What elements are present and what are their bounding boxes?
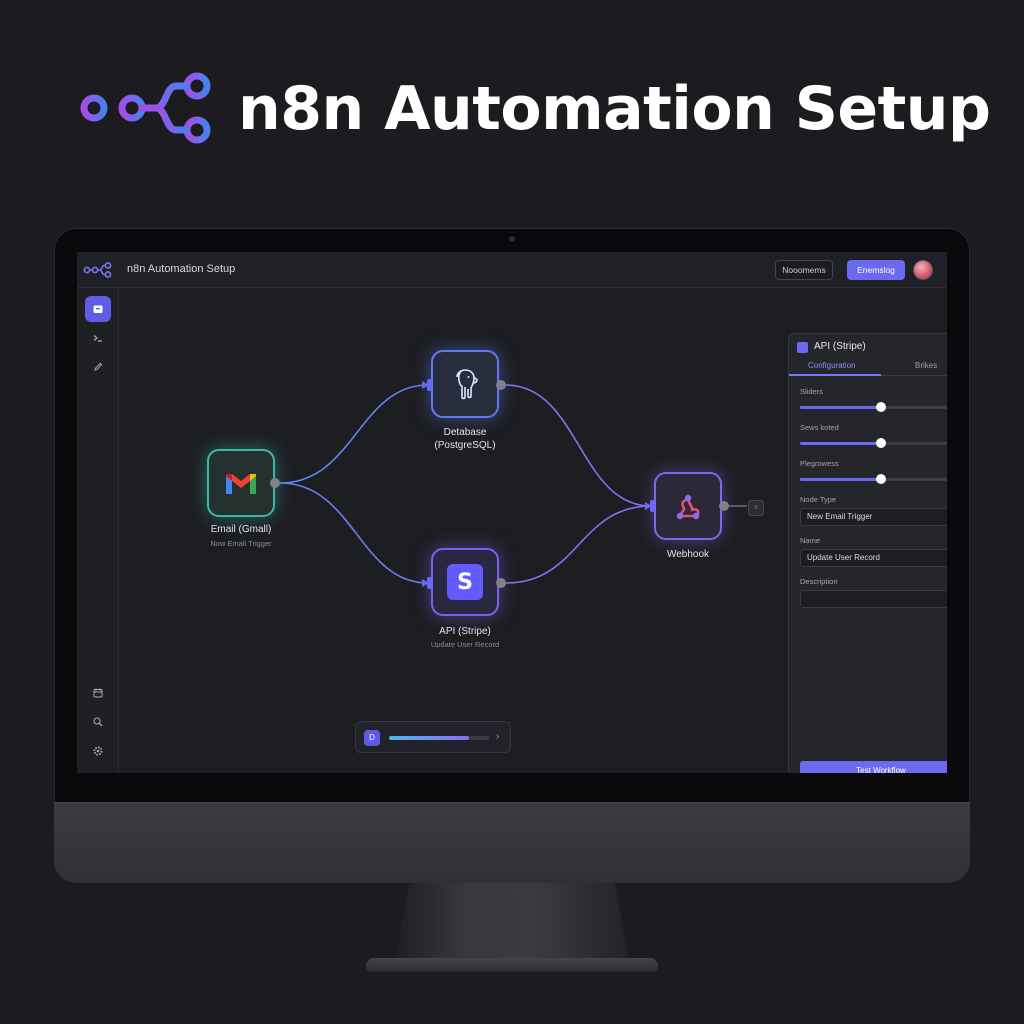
slider-3[interactable]: [800, 474, 947, 484]
stripe-node[interactable]: S: [431, 548, 499, 616]
sidebar-workflows-button[interactable]: [85, 296, 111, 322]
slider-2-value: 9: [939, 423, 947, 432]
n8n-logo-icon: [80, 72, 211, 144]
slider-2-knob[interactable]: [876, 438, 886, 448]
sidebar-edit-button[interactable]: [85, 354, 111, 380]
sidebar-settings-button[interactable]: [85, 738, 111, 764]
edge-gmail-database: [279, 384, 429, 484]
name-label: Name: [800, 536, 821, 545]
webhook-node[interactable]: [654, 472, 722, 540]
slider-2-fill: [800, 442, 881, 445]
gmail-node-sublabel: Now Emali Trigger: [210, 539, 272, 548]
monitor-base: [366, 958, 658, 972]
calendar-icon: [93, 688, 103, 698]
monitor-chin: [54, 802, 970, 883]
app-logo-icon[interactable]: [83, 262, 113, 278]
webhook-node-label: Webhook: [666, 549, 710, 560]
tab-configuration[interactable]: Configuration: [808, 361, 856, 370]
search-icon: [93, 717, 103, 727]
stripe-icon: S: [447, 564, 483, 600]
chevron-right-icon[interactable]: ›: [496, 731, 500, 742]
edge-gmail-stripe: [279, 482, 429, 584]
slider-2-label: Sews koted: [800, 423, 839, 432]
sidebar: [77, 288, 119, 773]
tab-brikes[interactable]: Brikes: [915, 361, 938, 370]
hero-title: n8n Automation Setup: [238, 74, 991, 144]
box-icon: [93, 305, 103, 313]
node-type-label: Node Type: [800, 495, 837, 504]
app-title: n8n Automation Setup: [127, 263, 236, 275]
slider-1-label: Sliders: [800, 387, 823, 396]
gmail-node-label: Email (Gmall): [210, 524, 272, 535]
slider-1[interactable]: [800, 402, 947, 412]
monitor-stand: [395, 883, 629, 963]
webhook-output-port[interactable]: [719, 501, 729, 511]
gear-icon: [93, 746, 103, 756]
stripe-node-sublabel: Update User Record: [430, 640, 500, 649]
stripe-input-port[interactable]: [427, 577, 432, 589]
top-bar: n8n Automation Setup Nooomems Enemslog: [77, 252, 947, 288]
panel-title: API (Stripe): [814, 341, 866, 352]
webcam: [509, 236, 515, 242]
execution-badge: D: [364, 730, 380, 746]
slider-1-fill: [800, 406, 881, 409]
avatar[interactable]: [913, 260, 933, 280]
sidebar-terminal-button[interactable]: [85, 325, 111, 351]
database-node[interactable]: [431, 350, 499, 418]
stripe-node-label: API (Stripe): [439, 626, 491, 637]
edge-stripe-webhook: [505, 505, 652, 584]
database-output-port[interactable]: [496, 380, 506, 390]
slider-1-knob[interactable]: [876, 402, 886, 412]
description-label: Description: [800, 577, 838, 586]
node-type-value: New Email Trigger: [807, 512, 873, 521]
workflow-canvas[interactable]: Email (Gmall) Now Emali Trigger Detabase…: [119, 288, 947, 773]
name-field[interactable]: Update User Record: [800, 549, 947, 567]
sidebar-search-button[interactable]: [85, 709, 111, 735]
gmail-output-port[interactable]: [270, 478, 280, 488]
add-node-box[interactable]: ≡: [748, 500, 764, 516]
secondary-button[interactable]: Nooomems: [775, 260, 833, 280]
progress-track: [389, 736, 489, 740]
slider-3-label: Plegrowess: [800, 459, 839, 468]
slider-2[interactable]: [800, 438, 947, 448]
primary-button[interactable]: Enemslog: [847, 260, 905, 280]
node-type-select[interactable]: New Email Trigger ⌄: [800, 508, 947, 526]
postgresql-icon: [456, 369, 478, 400]
slider-3-knob[interactable]: [876, 474, 886, 484]
gmail-node[interactable]: [207, 449, 275, 517]
progress-fill: [389, 736, 469, 740]
pencil-icon: [94, 362, 103, 371]
database-node-label-2: (PostgreSQL): [434, 440, 496, 451]
node-config-panel: API (Stripe) ⚙ Configuration Brikes Slid…: [788, 333, 947, 773]
database-node-label-1: Detabase: [443, 427, 487, 438]
hero-header: n8n Automation Setup: [78, 70, 991, 148]
execution-progress[interactable]: D ›: [355, 721, 511, 753]
webhook-input-port[interactable]: [650, 500, 655, 512]
stripe-icon-glyph: S: [457, 569, 473, 595]
slider-3-fill: [800, 478, 881, 481]
panel-tabs: Configuration Brikes: [789, 358, 947, 376]
sidebar-calendar-button[interactable]: [85, 680, 111, 706]
gmail-icon: [226, 474, 256, 494]
active-tab-indicator: [789, 374, 881, 376]
webhook-icon: [676, 494, 700, 520]
terminal-icon: [93, 335, 102, 342]
connection-lines: [279, 381, 747, 587]
edge-database-webhook: [505, 384, 652, 507]
database-input-port[interactable]: [427, 379, 432, 391]
description-field[interactable]: [800, 590, 947, 608]
slider-3-value: 30: [939, 459, 947, 468]
api-node-icon: [797, 342, 808, 353]
test-workflow-button[interactable]: Test Workflow: [800, 761, 947, 773]
app-screen: n8n Automation Setup Nooomems Enemslog: [77, 252, 947, 773]
stripe-output-port[interactable]: [496, 578, 506, 588]
